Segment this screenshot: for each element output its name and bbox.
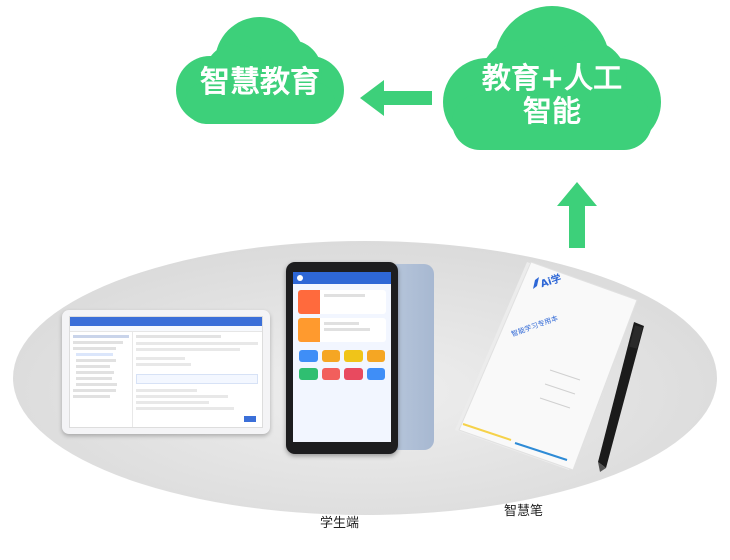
phone-device — [286, 262, 398, 454]
cloud-label-line1: 教育+人工 — [481, 61, 623, 95]
arrow-up-icon — [557, 182, 597, 248]
phone-app-grid — [293, 348, 391, 382]
tablet-app-header — [70, 317, 262, 326]
cloud-icon — [176, 17, 344, 124]
tablet-tabs — [70, 326, 262, 332]
phone-screen — [293, 272, 391, 442]
phone-card-2 — [298, 318, 386, 342]
caption-smart-pen: 智慧笔 — [504, 504, 544, 519]
app-logo-icon — [297, 275, 303, 281]
phone-status-bar — [293, 272, 391, 284]
tablet-device — [62, 310, 270, 434]
cloud-education-ai: 教育+人工 智能 — [432, 2, 672, 170]
tablet-screen — [69, 316, 263, 428]
tablet-outline-panel — [70, 332, 133, 427]
arrow-left-icon — [360, 80, 432, 116]
cloud-label-line2: 智能 — [522, 94, 581, 129]
cloud-smart-education: 智慧教育 — [165, 12, 355, 142]
caption-student-end: 学生端 — [320, 516, 360, 531]
smart-notebook — [455, 262, 638, 471]
cloud-icon — [443, 6, 661, 150]
tablet-content-panel — [136, 335, 258, 427]
phone-card-1 — [298, 290, 386, 314]
smart-pen — [598, 322, 644, 472]
tablet-submit-button — [244, 416, 256, 422]
cloud-label-smart-education: 智慧教育 — [200, 65, 320, 100]
